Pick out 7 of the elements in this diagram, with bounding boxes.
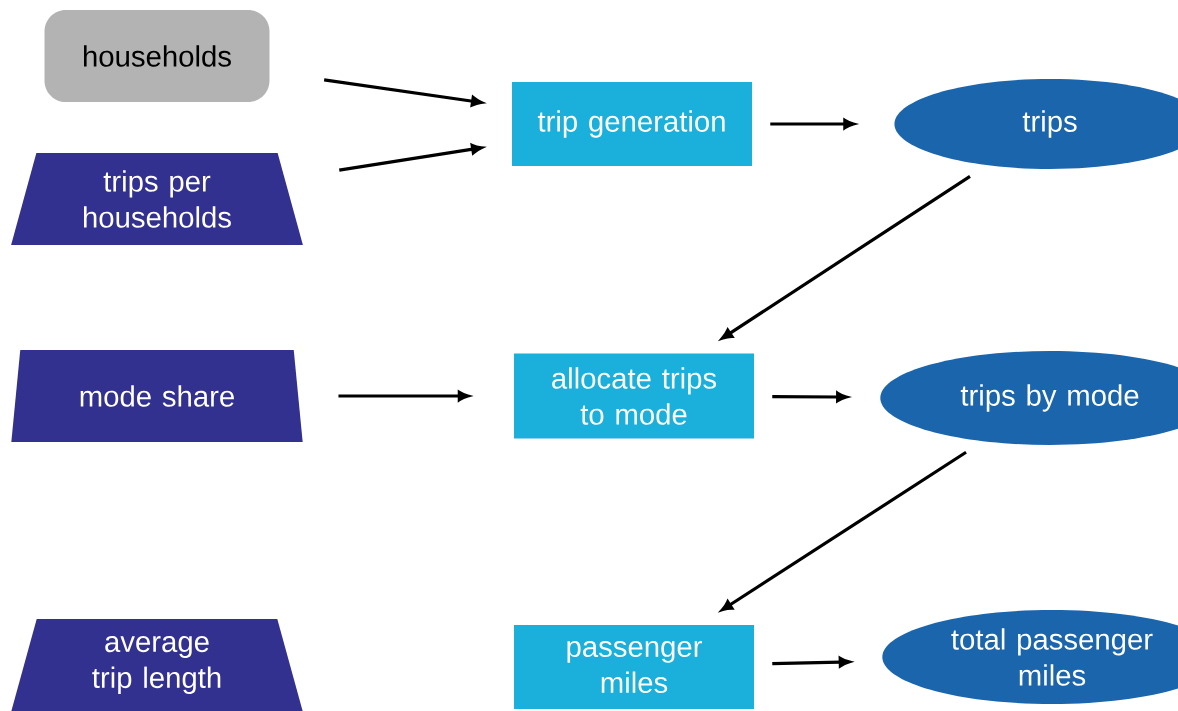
process-box: passenger miles bbox=[514, 625, 754, 709]
trapezoid-box: average trip length bbox=[11, 619, 303, 711]
trapezoid-box: trips per households bbox=[11, 153, 303, 245]
process-box: trip generation bbox=[512, 82, 752, 166]
trapezoid-box: mode share bbox=[11, 350, 303, 442]
rounded-box: households bbox=[44, 10, 270, 102]
process-box: allocate trips to mode bbox=[514, 353, 754, 439]
